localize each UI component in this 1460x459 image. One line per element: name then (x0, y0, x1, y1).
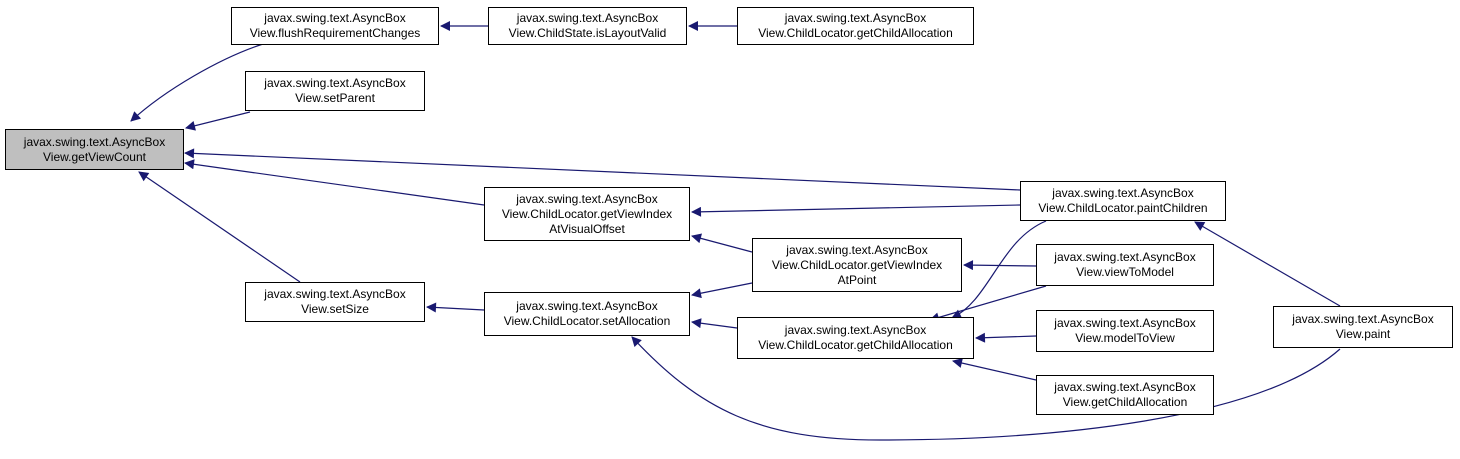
edge-setparent-to-viewcount (185, 111, 251, 131)
node-label-line: javax.swing.text.AsyncBox (264, 11, 406, 25)
node-label-line: View.modelToView (1075, 331, 1175, 345)
edge-paintchildren-to-viewcount (184, 148, 1021, 191)
node-label-line: View.ChildState.isLayoutValid (508, 26, 667, 40)
node-label-line: View.ChildLocator.getViewIndex (501, 206, 673, 221)
node-label-line: javax.swing.text.AsyncBox (784, 323, 927, 337)
edge-viewtomodel-to-gcamid (929, 285, 1047, 323)
edge-visoffset-to-viewcount (184, 159, 485, 206)
node-label-line: javax.swing.text.AsyncBox (1054, 250, 1196, 264)
edge-atpoint-to-setalloc (691, 282, 753, 299)
edge-modeltoview-to-gcamid (975, 332, 1037, 343)
edge-paint-to-paintchildren (1194, 221, 1341, 307)
node-label-line: View.setParent (295, 91, 375, 105)
node-label-line: javax.swing.text.AsyncBox (23, 134, 166, 149)
node-label-line: javax.swing.text.AsyncBox (264, 76, 406, 90)
edge-gcaview-to-gcamid (952, 358, 1037, 381)
node-label-line: View.ChildLocator.getChildAllocation (758, 26, 953, 40)
node-label-line: javax.swing.text.AsyncBox (1292, 312, 1434, 326)
edge-paintchildren-to-visoffset (691, 204, 1021, 217)
edge-paintchildren-to-gcamid (951, 220, 1047, 319)
node-label-line: View.ChildLocator.getChildAllocation (758, 338, 953, 352)
node-label-line: View.viewToModel (1076, 265, 1174, 279)
node-label-line: AtPoint (837, 272, 877, 287)
node-label-line: View.paint (1335, 327, 1391, 341)
node-label-line: javax.swing.text.AsyncBox (264, 287, 406, 301)
node-label-line: javax.swing.text.AsyncBox (516, 11, 659, 25)
edge-gcamid-to-setalloc (691, 318, 738, 329)
edge-viewtomodel-to-atpoint (963, 260, 1037, 271)
node-label-line: javax.swing.text.AsyncBox (786, 242, 928, 257)
node-label-line: View.getChildAllocation (1062, 395, 1188, 409)
edge-setalloc-to-setsize (426, 302, 485, 313)
node-label-line: javax.swing.text.AsyncBox (516, 299, 658, 313)
node-label-line: View.ChildLocator.getViewIndex (771, 257, 943, 272)
node-label-line: javax.swing.text.AsyncBox (1054, 316, 1196, 330)
node-label-line: View.getViewCount (43, 149, 146, 164)
node-label-line: View.ChildLocator.paintChildren (1038, 201, 1208, 215)
node-label-line: javax.swing.text.AsyncBox (1052, 186, 1194, 200)
edge-paint-to-setalloc (631, 336, 1341, 441)
edge-flush-to-viewcount (130, 43, 264, 122)
node-label-line: javax.swing.text.AsyncBox (1054, 380, 1196, 394)
node-label-line: View.setSize (301, 302, 369, 316)
edge-atpoint-to-visoffset (691, 233, 753, 253)
edge-setsize-to-viewcount (138, 171, 301, 283)
node-label-line: View.ChildLocator.setAllocation (503, 314, 671, 328)
node-label-line: AtVisualOffset (549, 221, 625, 236)
node-label-line: javax.swing.text.AsyncBox (516, 191, 658, 206)
node-label-line: View.flushRequirementChanges (249, 26, 421, 40)
node-label-line: javax.swing.text.AsyncBox (784, 11, 927, 25)
